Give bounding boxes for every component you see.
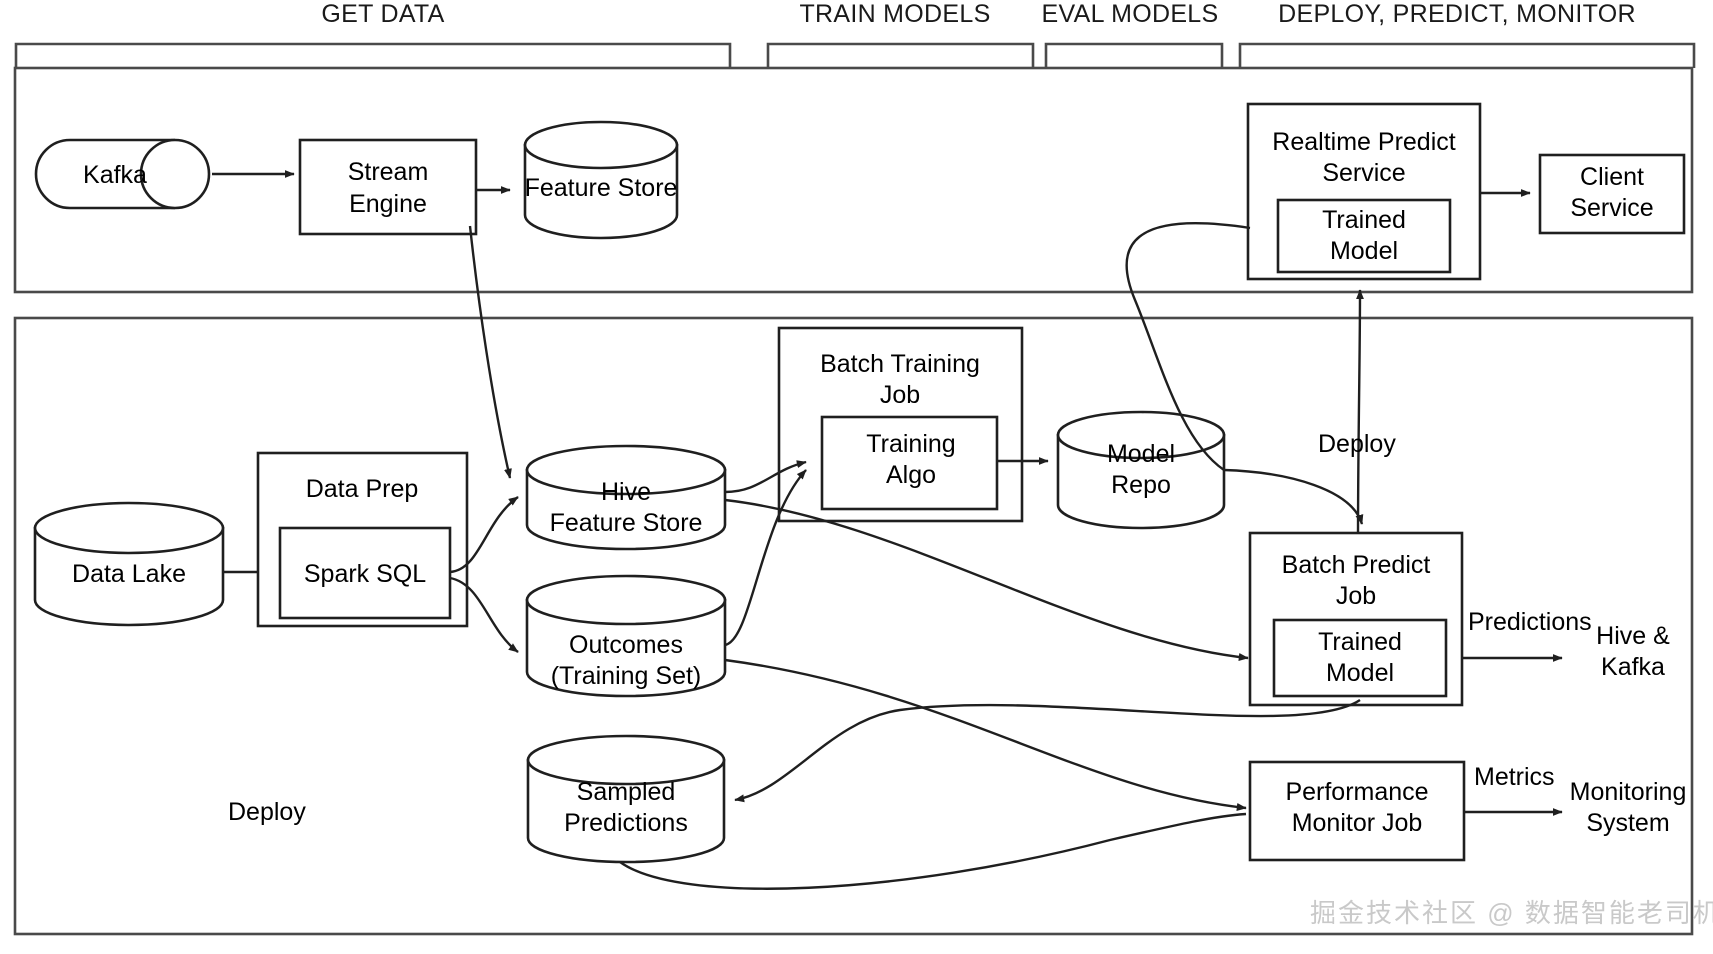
node-performance-monitor-job-label-1: Performance xyxy=(1285,778,1428,806)
bracket-train-models xyxy=(766,42,1035,68)
node-batch-trained-model-label-1: Trained xyxy=(1318,628,1402,656)
bracket-deploy-predict-monitor xyxy=(1238,42,1696,68)
node-hive-and-kafka-label-2: Kafka xyxy=(1601,653,1665,681)
node-data-prep: Data Prep Spark SQL xyxy=(256,451,469,628)
node-performance-monitor-job-label-2: Monitor Job xyxy=(1292,809,1423,837)
node-sampled-predictions: Sampled Predictions xyxy=(526,734,726,864)
phase-label-train-models: TRAIN MODELS xyxy=(799,0,990,28)
edge-hive-feature-store-to-training-algo xyxy=(724,460,807,494)
edge-outcomes-to-performance-monitor-job xyxy=(724,658,1247,811)
node-data-lake-label: Data Lake xyxy=(72,560,186,588)
node-performance-monitor-job: Performance Monitor Job xyxy=(1248,760,1466,862)
edge-stream-engine-to-hive-feature-store xyxy=(468,225,512,479)
edge-batch-trained-model-to-sampled-predictions xyxy=(734,698,1361,803)
node-hive-feature-store: Hive Feature Store xyxy=(525,444,727,551)
edge-batch-predict-to-realtime-service xyxy=(1355,289,1364,541)
bracket-eval-models xyxy=(1044,42,1224,68)
edge-spark-to-hive-feature-store xyxy=(449,496,519,574)
edge-label-predictions: Predictions xyxy=(1468,608,1592,636)
node-sampled-predictions-label-2: Predictions xyxy=(564,809,688,837)
node-realtime-trained-model xyxy=(1276,198,1452,274)
node-kafka: Kafka xyxy=(34,138,211,210)
node-realtime-predict-service: Realtime Predict Service Trained Model xyxy=(1246,102,1482,281)
node-realtime-trained-model-label-2: Model xyxy=(1330,237,1398,265)
label-deploy-standalone: Deploy xyxy=(228,798,306,826)
node-kafka-label: Kafka xyxy=(83,161,147,189)
edge-outcomes-to-training-algo xyxy=(724,469,807,647)
node-data-lake: Data Lake xyxy=(33,501,225,627)
node-outcomes-label-2: (Training Set) xyxy=(551,662,702,690)
node-hive-and-kafka: Hive & Kafka xyxy=(1596,622,1670,681)
phase-label-get-data: GET DATA xyxy=(321,0,444,28)
edge-label-metrics: Metrics xyxy=(1474,763,1555,791)
node-hive-feature-store-label-2: Feature Store xyxy=(550,509,703,537)
node-outcomes-label-1: Outcomes xyxy=(569,631,683,659)
edge-model-repo-to-batch-predict-job xyxy=(1223,468,1364,525)
edge-model-repo-to-realtime-trained-model xyxy=(1125,222,1251,471)
phase-brackets: GET DATA TRAIN MODELS EVAL MODELS DEPLOY… xyxy=(14,0,1696,68)
edge-hive-feature-store-to-batch-trained-model xyxy=(724,498,1249,661)
node-batch-predict-job-label-1: Batch Predict xyxy=(1282,551,1431,579)
node-batch-trained-model-label-2: Model xyxy=(1326,659,1394,687)
node-batch-trained-model xyxy=(1272,618,1448,698)
bracket-get-data xyxy=(14,42,732,68)
node-spark-sql xyxy=(278,526,452,620)
node-batch-training-job: Batch Training Job Training Algo xyxy=(777,326,1024,523)
node-realtime-predict-service-label-1: Realtime Predict xyxy=(1272,128,1455,156)
phase-label-deploy-predict-monitor: DEPLOY, PREDICT, MONITOR xyxy=(1278,0,1636,28)
node-spark-sql-label: Spark SQL xyxy=(304,560,426,588)
node-training-algo xyxy=(820,415,999,511)
node-client-service: Client Service xyxy=(1538,153,1686,235)
node-stream-engine-label-1: Stream xyxy=(348,158,429,186)
node-model-repo: Model Repo xyxy=(1056,410,1226,530)
node-client-service-label-1: Client xyxy=(1580,163,1644,191)
node-model-repo-label-2: Repo xyxy=(1111,471,1171,499)
node-training-algo-label-2: Algo xyxy=(886,461,936,489)
edge-sampled-predictions-to-performance-monitor-job xyxy=(619,812,1247,890)
node-batch-predict-job-label-2: Job xyxy=(1336,582,1376,610)
node-batch-training-job-label-1: Batch Training xyxy=(820,350,980,378)
node-monitoring-system-label-1: Monitoring xyxy=(1570,778,1687,806)
node-stream-engine-label-2: Engine xyxy=(349,190,427,218)
phase-label-eval-models: EVAL MODELS xyxy=(1042,0,1219,28)
node-monitoring-system-label-2: System xyxy=(1586,809,1669,837)
node-client-service-label-2: Service xyxy=(1570,194,1653,222)
node-data-prep-label: Data Prep xyxy=(306,475,419,503)
node-monitoring-system: Monitoring System xyxy=(1570,778,1687,837)
node-realtime-trained-model-label-1: Trained xyxy=(1322,206,1406,234)
node-feature-store: Feature Store xyxy=(523,120,679,240)
node-sampled-predictions-label-1: Sampled xyxy=(577,778,676,806)
node-batch-predict-job: Batch Predict Job Trained Model xyxy=(1248,531,1464,707)
watermark-text: 掘金技术社区 @ 数据智能老司机 xyxy=(1310,898,1713,928)
node-realtime-predict-service-label-2: Service xyxy=(1322,159,1405,187)
node-hive-and-kafka-label-1: Hive & xyxy=(1596,622,1670,650)
edge-label-deploy-batch: Deploy xyxy=(1318,430,1396,458)
node-feature-store-label: Feature Store xyxy=(525,174,678,202)
node-stream-engine: Stream Engine xyxy=(298,138,478,236)
edge-spark-to-outcomes xyxy=(449,576,519,653)
node-training-algo-label-1: Training xyxy=(866,430,955,458)
node-batch-training-job-label-2: Job xyxy=(880,381,920,409)
node-model-repo-label-1: Model xyxy=(1107,440,1175,468)
node-hive-feature-store-label-1: Hive xyxy=(601,478,651,506)
node-outcomes: Outcomes (Training Set) xyxy=(525,574,727,698)
